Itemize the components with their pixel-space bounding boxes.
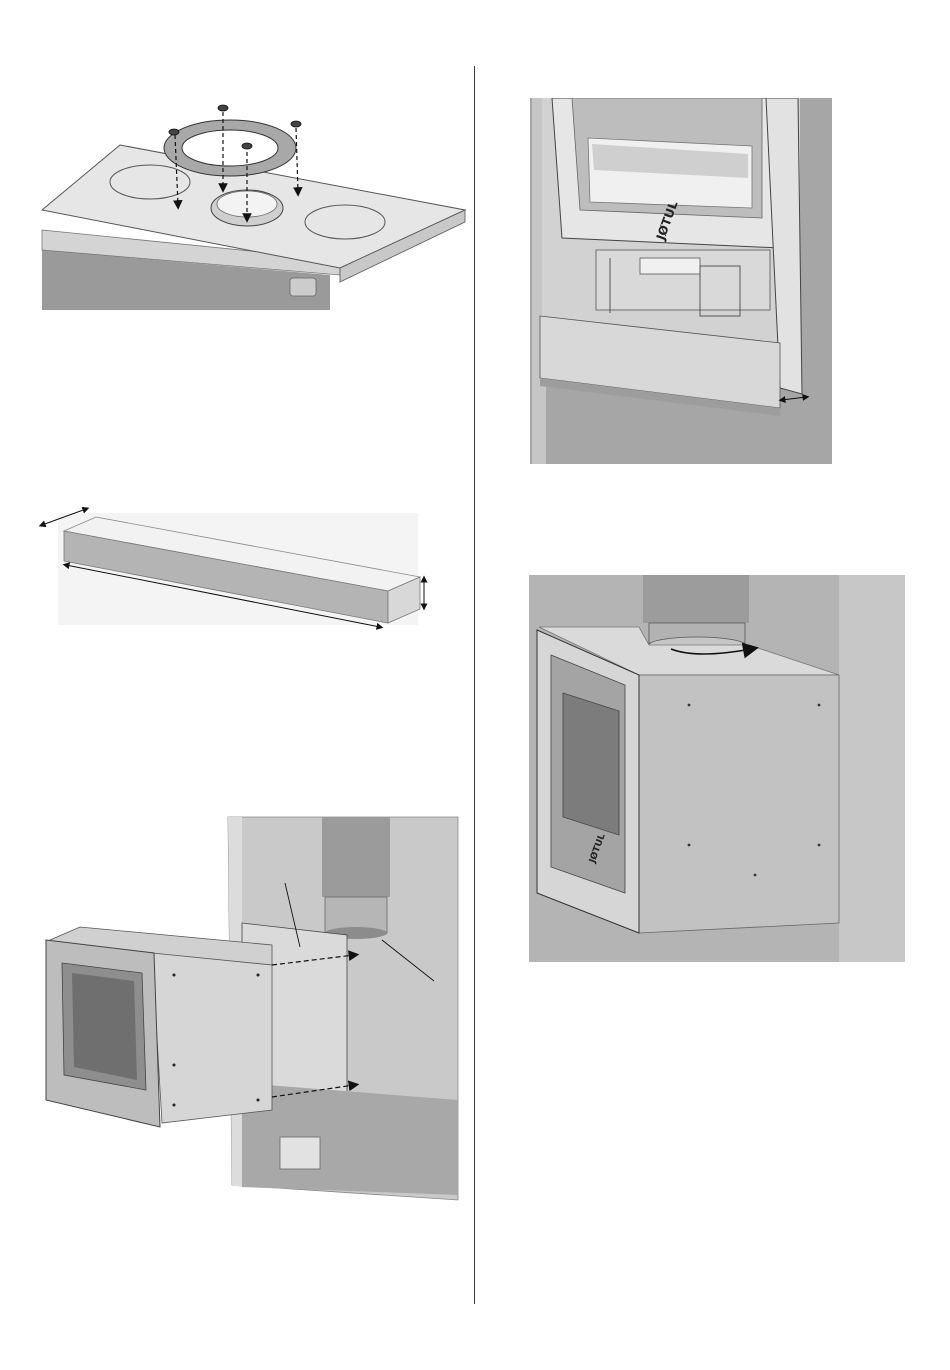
flue-rotation-diagram: JØTUL	[529, 575, 905, 962]
figure-flue-collar-mounting	[40, 100, 470, 310]
housing-side	[639, 675, 839, 933]
frame-gap-diagram: JØTUL	[530, 98, 832, 464]
side-knob	[290, 278, 316, 296]
flue-pipe	[322, 817, 390, 897]
column-divider	[474, 66, 475, 1304]
vent-grille	[280, 1137, 320, 1169]
door-glass	[563, 693, 619, 835]
figure-frame-gap-detail: JØTUL	[530, 98, 832, 464]
figure-insulation-block	[38, 505, 438, 635]
insulation-block-diagram	[38, 505, 438, 635]
figure-insert-into-wall	[42, 815, 462, 1210]
insert-into-wall-diagram	[42, 815, 462, 1210]
insert-side	[152, 953, 272, 1123]
flue-pipe	[643, 575, 749, 623]
flue-collar-diagram	[40, 100, 470, 310]
figure-flue-rotation: JØTUL	[529, 575, 905, 962]
